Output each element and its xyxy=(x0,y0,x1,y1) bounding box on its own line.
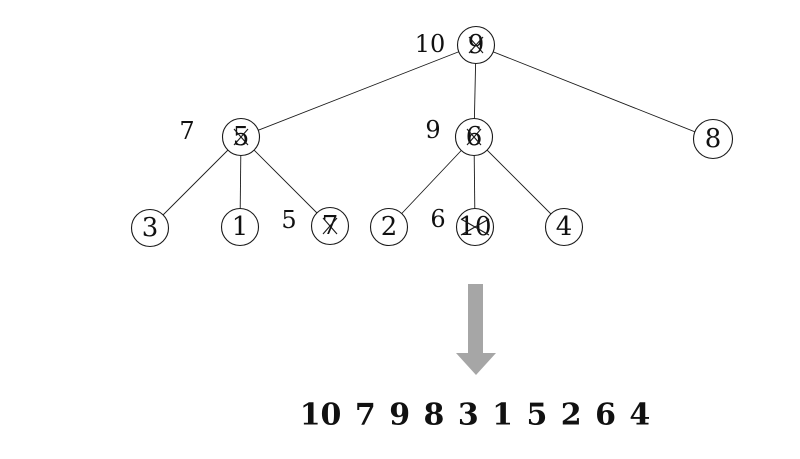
strikethrough-cross-icon xyxy=(468,36,484,54)
node-new-label: 10 xyxy=(415,30,446,58)
node-new-label: 6 xyxy=(430,205,445,233)
tree-node-mr: 4 xyxy=(544,207,584,247)
node-value: 1 xyxy=(232,212,249,242)
node-new-label: 5 xyxy=(281,206,296,234)
tree-edge-m-ml xyxy=(388,136,475,228)
node-circle xyxy=(130,208,170,248)
strikethrough-cross-icon xyxy=(233,128,249,146)
tree-node-m: 6 9 xyxy=(425,116,494,157)
tree-node-ll: 3 xyxy=(130,208,170,248)
tree-edge-l-lr xyxy=(240,136,331,227)
node-value: 3 xyxy=(142,213,159,243)
tree-edge-l-ll xyxy=(149,136,242,229)
tree-node-root: 9 10 xyxy=(415,25,496,65)
node-value: 2 xyxy=(381,212,398,242)
tree-edge-root-r xyxy=(475,44,714,140)
tree-node-l: 5 7 xyxy=(179,117,261,157)
node-value: 8 xyxy=(705,124,722,154)
node-circle xyxy=(544,207,584,247)
node-circle xyxy=(220,207,260,247)
strikethrough-cross-icon xyxy=(466,128,482,146)
node-new-label: 9 xyxy=(425,116,440,144)
tree-node-r: 8 xyxy=(692,118,734,160)
node-circle xyxy=(692,118,734,160)
result-sequence: 10 7 9 8 3 1 5 2 6 4 xyxy=(300,398,651,433)
tree-edge-m-mr xyxy=(473,136,565,228)
tree-node-mm: 10 6 xyxy=(430,205,495,247)
tree-node-lm: 1 xyxy=(220,207,260,247)
tree-edges xyxy=(149,44,714,229)
node-circle xyxy=(369,207,409,247)
strikethrough-cross-icon xyxy=(322,217,338,235)
tree-edge-root-l xyxy=(240,44,477,138)
tree-node-ml: 2 xyxy=(369,207,409,247)
node-new-label: 7 xyxy=(179,117,194,145)
tree-node-lr: 7 5 xyxy=(281,206,350,246)
node-value: 4 xyxy=(556,212,573,242)
down-arrow-icon xyxy=(456,284,496,375)
strikethrough-cross-icon xyxy=(460,218,490,236)
